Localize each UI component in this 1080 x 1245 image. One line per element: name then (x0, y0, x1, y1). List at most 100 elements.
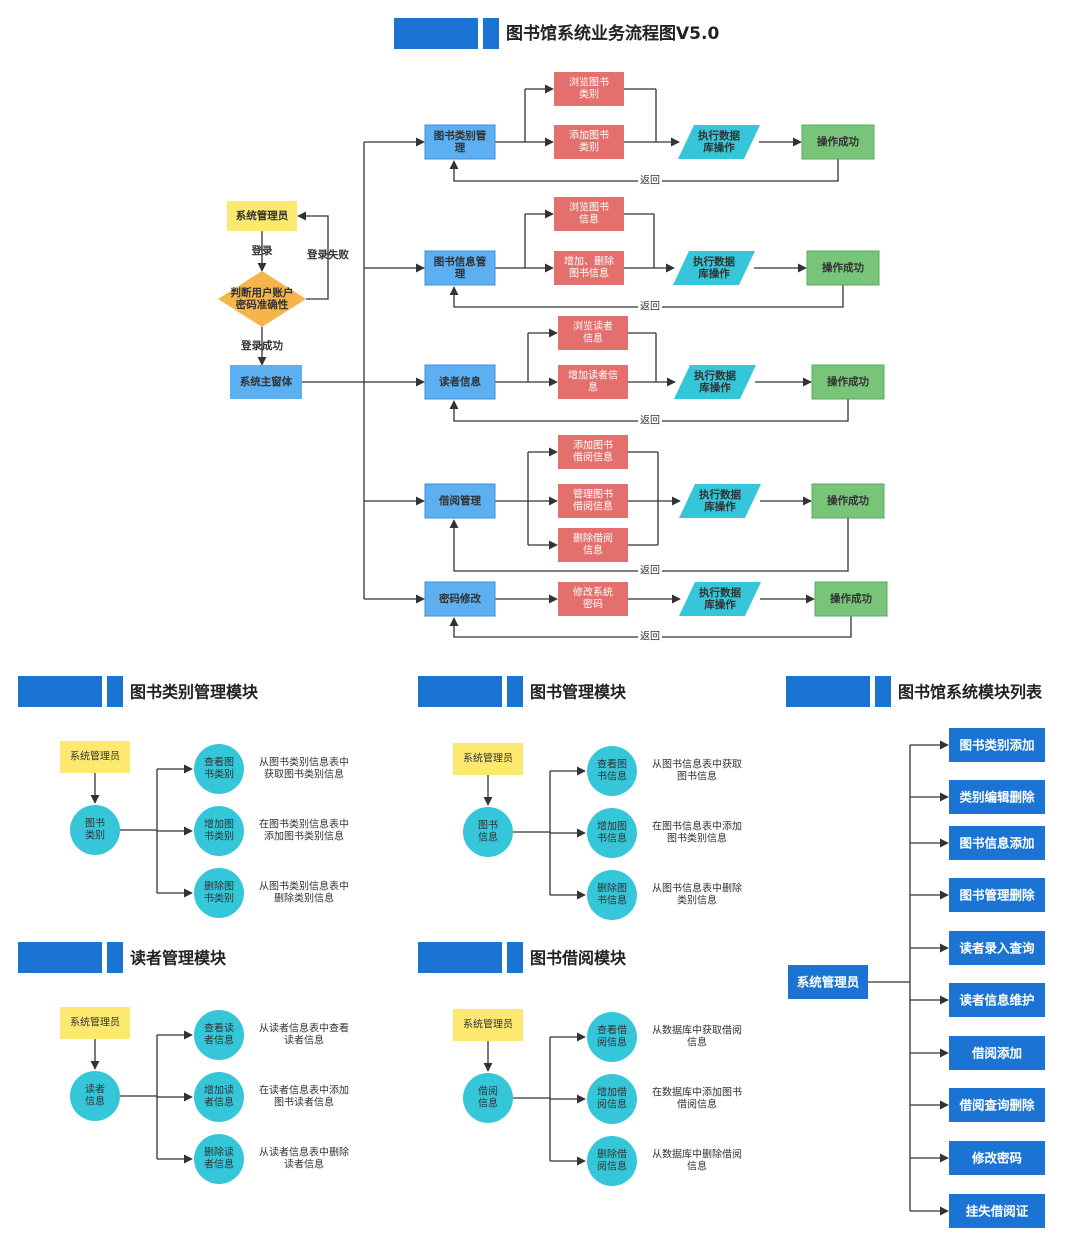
row3-module-node-text-line: 读者信息 (439, 375, 481, 388)
row1-module-node (424, 124, 496, 160)
module1-item-circle-2-text-line: 增加图 (204, 818, 234, 831)
module-list-button-5-text-line: 读者录入查询 (959, 941, 1035, 956)
row4-action-node-1-text-line: 借阅信息 (573, 451, 613, 464)
row2-return-label-line: 返回 (640, 301, 660, 313)
row2-action-node-1 (554, 197, 624, 231)
row3-action-node-1 (558, 316, 628, 350)
module2-center-circle-text-line: 图书 (478, 820, 498, 832)
module2-item-desc-2-line: 图书类别信息 (667, 832, 727, 845)
row5-success-node-text-line: 操作成功 (830, 592, 872, 605)
row3-action-node-2-text-line: 息 (588, 381, 598, 394)
module-list-admin-node (788, 965, 868, 999)
module4-item-circle-3-text-line: 阅信息 (597, 1160, 627, 1173)
module3-title-bar-small (107, 942, 123, 973)
row3-action-node-1-text-line: 浏览读者 (573, 320, 613, 333)
module1-title: 图书类别管理模块 (130, 683, 259, 702)
row4-return-label-line: 返回 (640, 565, 660, 577)
module1-item-circle-2 (194, 806, 244, 856)
module3-item-circle-1-text-line: 查看读 (204, 1022, 234, 1035)
module-list-button-10 (949, 1194, 1045, 1228)
row5-module-node-text: 密码修改 (439, 592, 481, 605)
row1-success-node (801, 124, 875, 160)
module3-item-desc-2-line: 图书读者信息 (274, 1096, 334, 1109)
module-list-button-8-text: 借阅查询删除 (958, 1098, 1035, 1113)
admin-node-text: 系统管理员 (236, 209, 289, 222)
row2-return-label-bg (638, 300, 662, 313)
row1-action-node-1-text-line: 浏览图书 (569, 76, 609, 89)
module-list-button-9-text: 修改密码 (971, 1151, 1022, 1166)
row1-action-node-1-text-line: 类别 (579, 88, 599, 101)
module-list-button-10-text: 挂失借阅证 (966, 1204, 1029, 1219)
row4-success-node-text: 操作成功 (827, 494, 869, 507)
row5-module-node-text-line: 密码修改 (439, 592, 481, 605)
module2-item-desc-3-line: 从图书信息表中删除 (652, 882, 742, 895)
module4-item-circle-3-text-line: 删除借 (597, 1148, 627, 1161)
module2-item-circle-2-text-line: 增加图 (597, 820, 627, 833)
login-check-diamond-text-line: 判断用户账户 (231, 286, 294, 299)
module3-admin-node-text: 系统管理员 (70, 1016, 120, 1029)
module2-item-circle-2 (587, 808, 637, 858)
row3-db-op-node-text-line: 执行数据 (694, 369, 736, 382)
row2-module-node-text-line: 理 (455, 268, 466, 280)
row2-module-node-text-line: 图书信息管 (434, 255, 487, 268)
module3-item-circle-3 (194, 1134, 244, 1184)
row3-module-node-text: 读者信息 (439, 375, 481, 388)
module3-item-desc-3-line: 读者信息 (284, 1158, 324, 1171)
module2-title-bar (418, 676, 502, 707)
module-list-title-bar-small (875, 676, 891, 707)
module1-center-circle-text-line: 类别 (85, 829, 105, 842)
module3-item-circle-2 (194, 1072, 244, 1122)
row5-success-node (814, 581, 888, 617)
module2-center-circle (463, 807, 513, 857)
module-list-button-7-text: 借阅添加 (971, 1046, 1022, 1061)
row3-db-op-node-text-line: 库操作 (699, 381, 731, 394)
module4-center-circle-text-line: 借阅 (478, 1085, 498, 1098)
module1-item-desc-1-line: 获取图书类别信息 (264, 768, 344, 781)
module1-admin-node (60, 741, 130, 773)
module3-item-circle-3-text-line: 删除读 (204, 1146, 234, 1159)
row5-module-node (424, 581, 496, 617)
module3-title: 读者管理模块 (130, 949, 227, 968)
module1-item-circle-1 (194, 744, 244, 794)
module2-item-circle-1 (587, 746, 637, 796)
login-check-diamond (218, 271, 306, 327)
login-fail-label-line: 登录失败 (306, 248, 349, 261)
module-list-button-2 (949, 780, 1045, 814)
login-fail-edge (297, 211, 329, 300)
module1-admin-node-text: 系统管理员 (70, 750, 120, 763)
module2-center-circle-text-line: 信息 (478, 831, 498, 844)
module1-center-circle-text-line: 图书 (85, 818, 105, 830)
row5-db-op-node (679, 582, 761, 616)
row3-action-node-2-text-line: 增加读者信 (568, 369, 618, 382)
module4-admin-node (453, 1009, 523, 1041)
row3-module-node (424, 364, 496, 400)
admin-node-text-line: 系统管理员 (236, 209, 289, 222)
module2-item-desc-1-line: 图书信息 (677, 770, 717, 783)
module1-item-desc-1-line: 从图书类别信息表中 (259, 756, 349, 769)
row4-db-op-node-text-line: 执行数据 (699, 488, 741, 501)
row1-return-label-line: 返回 (640, 175, 660, 187)
module1-item-circle-3-text-line: 书类别 (204, 892, 234, 905)
row3-success-node-text-line: 操作成功 (827, 375, 869, 388)
row1-action-node-2-text-line: 类别 (579, 141, 599, 154)
module1-center-circle-text: 图书类别 (85, 818, 105, 842)
row2-action-node-2 (554, 251, 624, 285)
row5-success-node-text: 操作成功 (830, 592, 872, 605)
row4-return-label: 返回 (640, 565, 660, 577)
module4-center-circle-text: 借阅信息 (478, 1085, 498, 1110)
module-list-admin-node-text: 系统管理员 (797, 975, 860, 990)
module1-item-desc-2-line: 在图书类别信息表中 (259, 818, 349, 831)
module1-admin-node-text-line: 系统管理员 (70, 750, 120, 763)
row2-module-node (424, 250, 496, 286)
